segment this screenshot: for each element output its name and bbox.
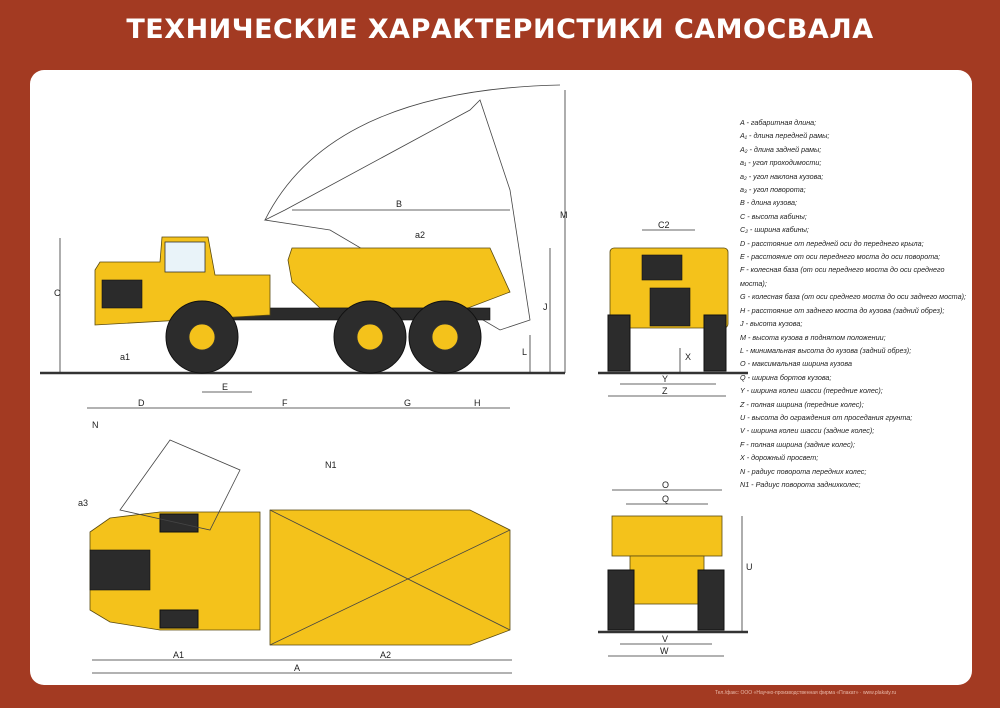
- legend-item: a₁ - угол проходимости;: [740, 158, 822, 168]
- tilt-arc: [264, 84, 561, 221]
- front-radiator: [649, 287, 691, 327]
- rear-rim: [431, 323, 459, 351]
- legend-item: M - высота кузова в поднятом положении;: [740, 332, 886, 342]
- legend-item: N1 - Радиус поворота заднихколес;: [740, 479, 861, 489]
- legend-item: C - высота кабины;: [740, 211, 807, 221]
- svg-text:X: X: [685, 352, 691, 362]
- legend-item: A₂ - длина задней рамы;: [740, 144, 822, 154]
- legend-item: B - длина кузова;: [740, 198, 797, 208]
- legend-item: O - максимальная ширина кузова: [740, 359, 853, 369]
- svg-text:J: J: [543, 302, 548, 312]
- svg-text:Q: Q: [662, 494, 669, 504]
- svg-text:Z: Z: [662, 386, 668, 396]
- legend-item: Q - ширина бортов кузова;: [740, 372, 832, 382]
- svg-text:A1: A1: [173, 650, 184, 660]
- legend-item: U - высота до ограждения от проседания г…: [740, 412, 913, 422]
- svg-text:C: C: [54, 288, 61, 298]
- svg-text:G: G: [404, 398, 411, 408]
- grille: [101, 279, 143, 309]
- svg-text:E: E: [222, 382, 228, 392]
- svg-text:C2: C2: [658, 220, 670, 230]
- legend-item: N - радиус поворота передних колес;: [740, 466, 867, 476]
- front-view: C2 X Y Z: [598, 220, 748, 397]
- cab-window: [164, 241, 206, 273]
- svg-text:N1: N1: [325, 460, 337, 470]
- legend-item: a₂ - угол наклона кузова;: [740, 171, 824, 181]
- turned-cab-outline: [119, 439, 241, 531]
- svg-text:L: L: [522, 347, 527, 357]
- legend-item: E - расстояние от оси переднего моста до…: [740, 252, 941, 262]
- rear-view: O Q U V W: [598, 480, 753, 657]
- rear-right-tire: [697, 569, 725, 631]
- legend-item: F - полная ширина (задние колес);: [740, 439, 855, 449]
- legend-item: A - габаритная длина;: [740, 118, 817, 127]
- svg-text:A2: A2: [380, 650, 391, 660]
- svg-text:a3: a3: [78, 498, 88, 508]
- legend-item: a₃ - угол поворота;: [740, 185, 806, 195]
- legend-item: V - ширина колеи шасси (задние колес);: [740, 426, 875, 436]
- front-windshield: [641, 254, 683, 281]
- svg-text:B: B: [396, 199, 402, 209]
- footer-text: Тел./факс: ООО «Научно-производственная …: [715, 690, 897, 696]
- legend-item: F - колесная база (от оси переднего мост…: [740, 265, 945, 288]
- legend-item: D - расстояние от передней оси до передн…: [740, 238, 924, 248]
- side-view: C M J L B a2 a1 D E F G H: [40, 84, 568, 409]
- svg-text:M: M: [560, 210, 568, 220]
- top-view: N N1 a3 A1 A2 A: [78, 420, 512, 674]
- rear-body: [611, 515, 723, 557]
- top-front-tire-2: [159, 609, 199, 629]
- page-title: ТЕХНИЧЕСКИЕ ХАРАКТЕРИСТИКИ САМОСВАЛА: [126, 14, 874, 45]
- svg-text:V: V: [662, 634, 668, 644]
- legend-item: L - минимальная высота до кузова (задний…: [740, 345, 912, 355]
- svg-text:H: H: [474, 398, 481, 408]
- rear-chassis: [629, 555, 705, 605]
- top-engine-cover: [89, 549, 151, 591]
- svg-text:D: D: [138, 398, 145, 408]
- middle-rim: [356, 323, 384, 351]
- front-right-tire: [703, 314, 727, 372]
- top-cab: [89, 511, 261, 631]
- svg-text:a1: a1: [120, 352, 130, 362]
- legend-item: G - колесная база (от оси среднего моста…: [740, 292, 966, 302]
- dump-body: [287, 247, 511, 309]
- svg-text:W: W: [660, 646, 669, 656]
- legend-item: C₂ - ширина кабины;: [740, 225, 809, 235]
- svg-text:O: O: [662, 480, 669, 490]
- front-left-tire: [607, 314, 631, 372]
- rear-left-tire: [607, 569, 635, 631]
- technical-drawing: C M J L B a2 a1 D E F G H C2 X Y Z: [40, 84, 753, 674]
- top-dump-body: [269, 509, 511, 646]
- legend-item: J - высота кузова;: [740, 319, 803, 329]
- legend-item: X - дорожный просвет;: [740, 453, 819, 463]
- svg-text:Y: Y: [662, 374, 668, 384]
- legend-item: Y - ширина колеи шасси (передние колес);: [740, 386, 883, 396]
- svg-text:A: A: [294, 663, 300, 673]
- diagram-panel: C M J L B a2 a1 D E F G H C2 X Y Z: [30, 70, 972, 685]
- svg-text:a2: a2: [415, 230, 425, 240]
- svg-text:N: N: [92, 420, 99, 430]
- legend-list: A - габаритная длина; A₁ - длина передней…: [740, 116, 970, 491]
- svg-text:U: U: [746, 562, 753, 572]
- front-rim: [188, 323, 216, 351]
- svg-text:F: F: [282, 398, 288, 408]
- legend-item: H - расстояние от заднего моста до кузов…: [740, 305, 945, 315]
- legend-item: A₁ - длина передней рамы;: [740, 131, 830, 141]
- legend-item: Z - полная ширина (передние колес);: [740, 399, 864, 409]
